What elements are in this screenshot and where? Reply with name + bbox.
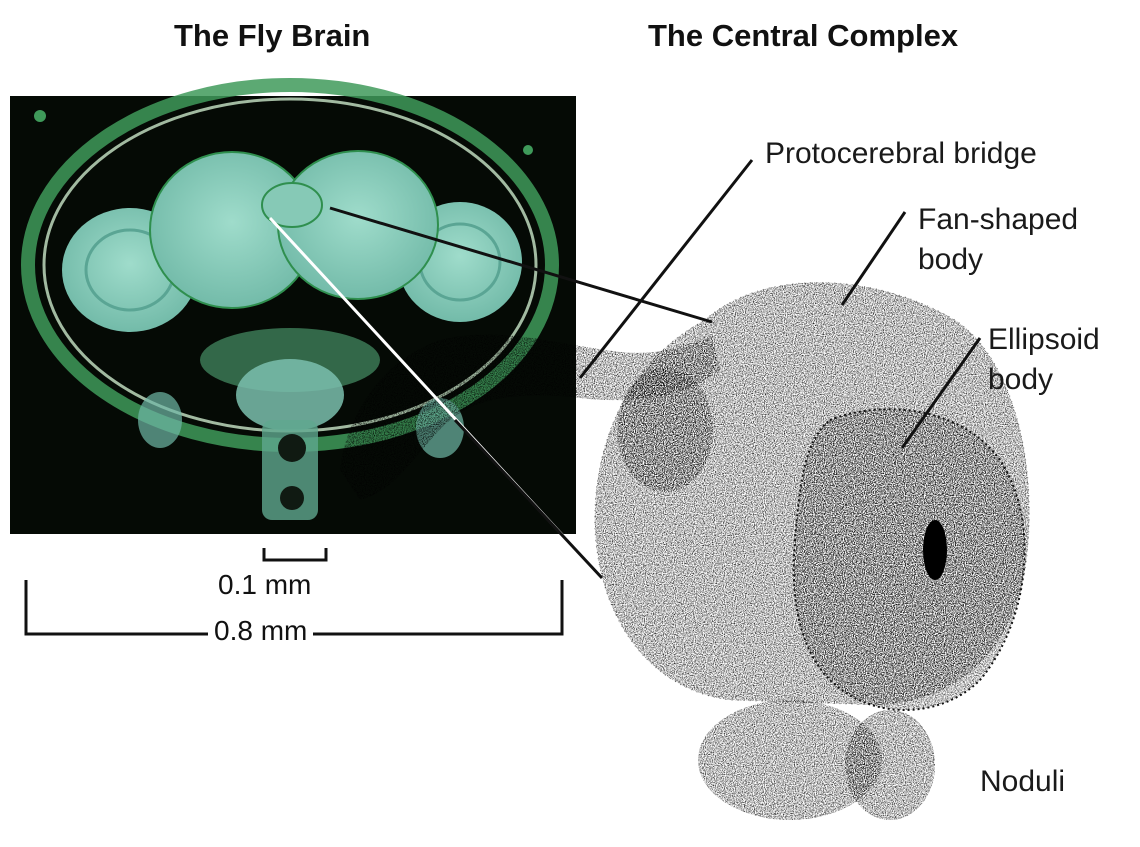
protocerebral-bridge-label: Protocerebral bridge bbox=[765, 134, 1037, 174]
scale-bar-small bbox=[264, 548, 326, 560]
brain-micrograph bbox=[10, 85, 576, 534]
scale-label-small: 0.1 mm bbox=[212, 570, 317, 600]
noduli-label: Noduli bbox=[980, 762, 1065, 802]
brain-title: The Fly Brain bbox=[174, 18, 370, 54]
central-complex-drawing bbox=[340, 283, 1029, 821]
scale-label-large: 0.8 mm bbox=[208, 616, 313, 646]
central-complex-title: The Central Complex bbox=[648, 18, 958, 54]
ellipsoid-body-label: Ellipsoid body bbox=[988, 320, 1100, 400]
fan-shaped-body-label: Fan-shaped body bbox=[918, 200, 1078, 280]
